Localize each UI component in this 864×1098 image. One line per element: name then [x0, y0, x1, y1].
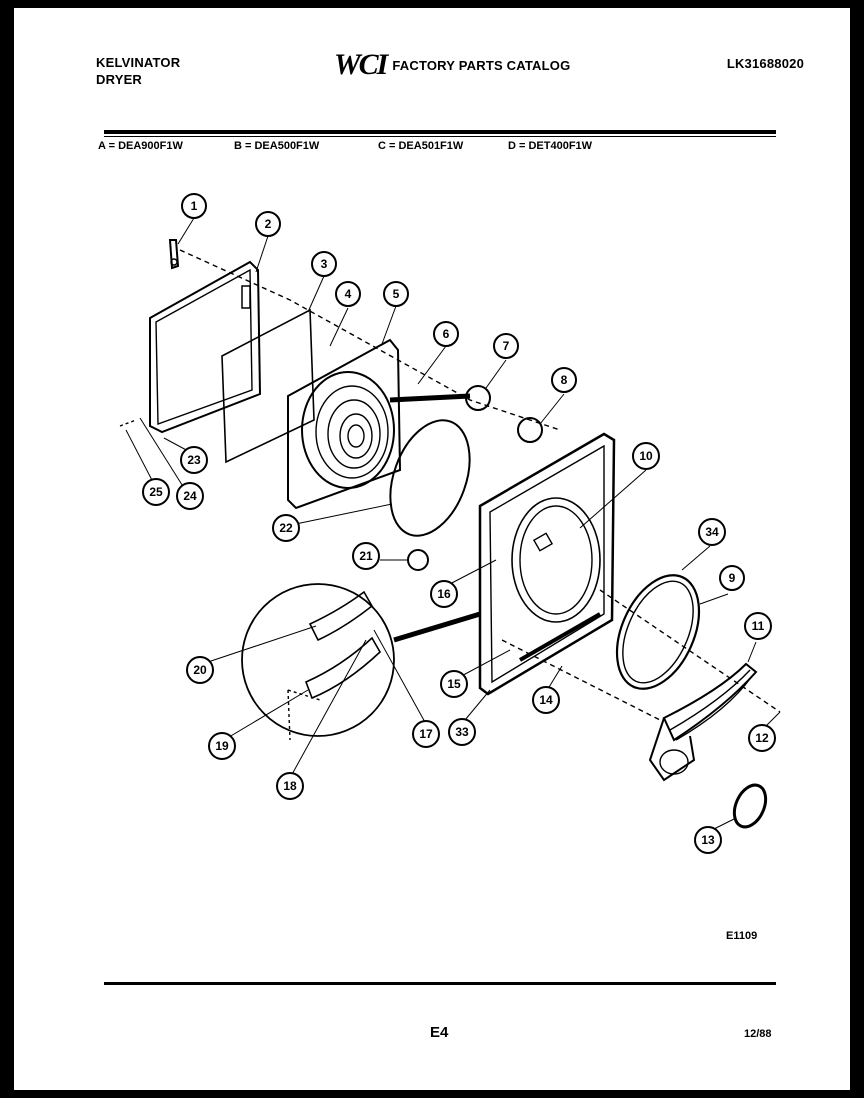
svg-text:24: 24 — [183, 489, 197, 503]
revision-date: 12/88 — [744, 1028, 772, 1040]
svg-text:10: 10 — [639, 449, 653, 463]
catalog-heading: WCI FACTORY PARTS CATALOG — [334, 48, 570, 82]
svg-text:16: 16 — [437, 587, 451, 601]
svg-text:33: 33 — [455, 725, 469, 739]
part-front-panel — [478, 432, 616, 696]
svg-text:4: 4 — [345, 287, 352, 301]
header-rule — [104, 130, 776, 134]
svg-text:22: 22 — [279, 521, 293, 535]
wci-logo: WCI — [334, 48, 388, 81]
svg-text:34: 34 — [705, 525, 719, 539]
part-door-outer-panel — [149, 260, 262, 434]
callout-21: 21 — [352, 542, 380, 570]
part-switch-actuator — [407, 549, 429, 571]
model-a: A = DEA900F1W — [98, 140, 183, 152]
catalog-number: LK31688020 — [726, 56, 804, 71]
part-hinge-pin — [168, 239, 180, 270]
callout-18: 18 — [276, 772, 304, 800]
part-strike — [517, 417, 543, 443]
callout-8: 8 — [551, 367, 577, 393]
callout-2: 2 — [255, 211, 281, 237]
callout-24: 24 — [176, 482, 204, 510]
header-rule-thin — [104, 136, 776, 137]
svg-text:1: 1 — [191, 199, 198, 213]
svg-text:19: 19 — [215, 739, 229, 753]
svg-text:13: 13 — [701, 833, 715, 847]
svg-text:15: 15 — [447, 677, 461, 691]
svg-text:6: 6 — [443, 327, 450, 341]
callout-11: 11 — [744, 612, 772, 640]
svg-text:5: 5 — [393, 287, 400, 301]
svg-text:2: 2 — [265, 217, 272, 231]
callout-6: 6 — [433, 321, 459, 347]
part-blower-duct — [648, 662, 758, 782]
brand-block: KELVINATOR DRYER — [96, 54, 180, 88]
detail-inset-circle — [241, 583, 481, 741]
svg-text:8: 8 — [561, 373, 568, 387]
svg-text:21: 21 — [359, 549, 373, 563]
footer-rule — [104, 982, 776, 985]
callout-13: 13 — [694, 826, 722, 854]
svg-text:7: 7 — [503, 339, 510, 353]
callout-25: 25 — [142, 478, 170, 506]
callout-5: 5 — [383, 281, 409, 307]
callout-14: 14 — [532, 686, 560, 714]
callout-bubbles: 1 2 3 4 5 6 7 8 10 34 9 11 12 13 14 15 1… — [142, 193, 776, 854]
illustration-code: E1109 — [726, 930, 758, 942]
page-number: E4 — [430, 1024, 449, 1041]
brand-name: KELVINATOR — [96, 55, 181, 70]
callout-23: 23 — [180, 446, 208, 474]
callout-34: 34 — [698, 518, 726, 546]
svg-text:20: 20 — [193, 663, 207, 677]
callout-15: 15 — [440, 670, 468, 698]
catalog-sheet — [14, 8, 850, 1090]
svg-text:17: 17 — [419, 727, 433, 741]
callout-1: 1 — [181, 193, 207, 219]
part-exhaust-ring — [732, 783, 768, 829]
callout-7: 7 — [493, 333, 519, 359]
svg-text:18: 18 — [283, 779, 297, 793]
callout-22: 22 — [272, 514, 300, 542]
callout-17: 17 — [412, 720, 440, 748]
callout-20: 20 — [186, 656, 214, 684]
svg-text:12: 12 — [755, 731, 769, 745]
callout-16: 16 — [430, 580, 458, 608]
part-door-gasket — [389, 419, 471, 537]
callout-12: 12 — [748, 724, 776, 752]
svg-text:14: 14 — [539, 693, 553, 707]
catalog-title: FACTORY PARTS CATALOG — [392, 57, 571, 73]
callout-9: 9 — [719, 565, 745, 591]
callout-10: 10 — [632, 442, 660, 470]
part-inner-door — [287, 338, 402, 510]
svg-text:11: 11 — [752, 619, 765, 633]
model-c: C = DEA501F1W — [378, 140, 464, 152]
svg-text:3: 3 — [321, 257, 328, 271]
svg-text:9: 9 — [729, 571, 736, 585]
leader-lines — [125, 217, 781, 833]
product-type: DRYER — [96, 72, 143, 87]
part-drum-seal — [615, 574, 701, 690]
callout-4: 4 — [335, 281, 361, 307]
svg-text:25: 25 — [149, 485, 163, 499]
svg-text:23: 23 — [187, 453, 201, 467]
callout-33: 33 — [448, 718, 476, 746]
part-door-liner — [221, 308, 315, 464]
model-d: D = DET400F1W — [508, 140, 593, 152]
callout-19: 19 — [208, 732, 236, 760]
model-b: B = DEA500F1W — [234, 140, 320, 152]
callout-3: 3 — [311, 251, 337, 277]
